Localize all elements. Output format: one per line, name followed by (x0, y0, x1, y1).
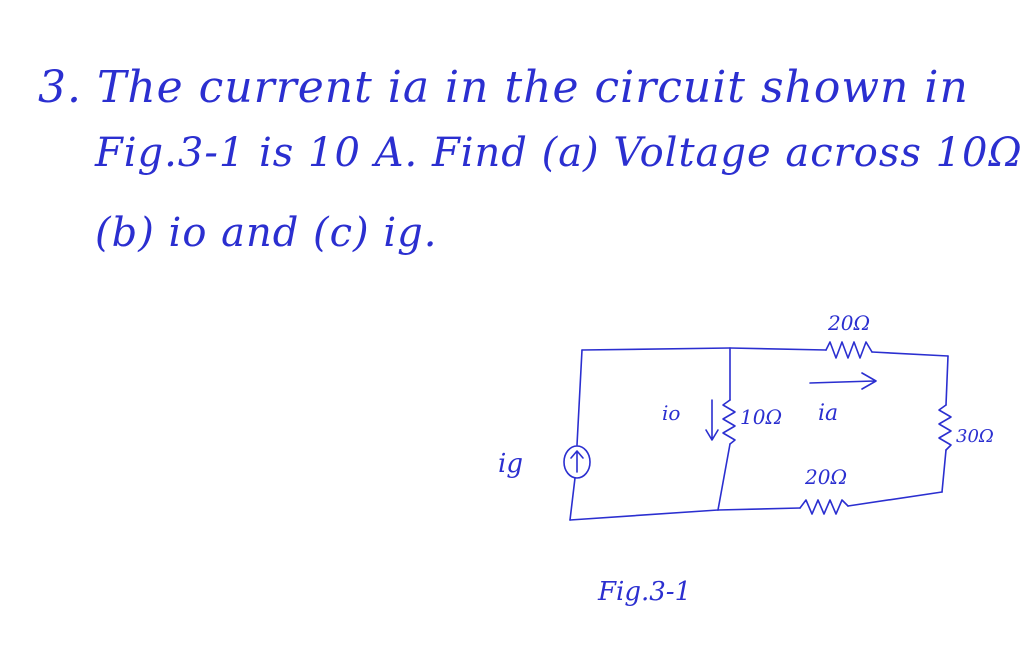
resistor-10-ohm (722, 399, 736, 445)
wire-right-lower (941, 449, 947, 493)
wire-top-mid (729, 347, 827, 351)
source-label: ig (498, 449, 523, 479)
ia-arrow-icon (809, 372, 877, 390)
resistor-30-label: 30Ω (956, 426, 994, 447)
wire-bottom-left (569, 509, 719, 521)
current-source (563, 445, 591, 479)
resistor-bottom-20-ohm (799, 499, 849, 515)
wire-left-side-upper (576, 349, 583, 446)
wire-left-top (581, 347, 731, 351)
wire-bottom-mid (717, 507, 801, 511)
wire-mid-lower (717, 443, 731, 511)
resistor-bottom-label: 20Ω (804, 465, 847, 489)
io-arrow-icon (705, 399, 719, 441)
resistor-10-label: 10Ω (740, 405, 782, 429)
source-arrow-icon (570, 450, 584, 473)
problem-line-1: 3. The current ia in the circuit shown i… (38, 62, 969, 113)
resistor-top-label: 20Ω (827, 311, 870, 335)
problem-line-2: Fig.3-1 is 10 A. Find (a) Voltage across… (95, 130, 1023, 176)
problem-line-3: (b) io and (c) ig. (95, 210, 438, 256)
resistor-top-20-ohm (825, 341, 873, 359)
io-label: io (662, 401, 680, 425)
wire-bottom-right (847, 491, 943, 507)
wire-left-side-lower (569, 477, 576, 521)
figure-caption: Fig.3-1 (597, 577, 691, 607)
ia-label: ia (818, 401, 838, 426)
wire-top-right (871, 351, 949, 357)
resistor-30-ohm (938, 404, 952, 451)
wire-right-upper (945, 355, 949, 406)
